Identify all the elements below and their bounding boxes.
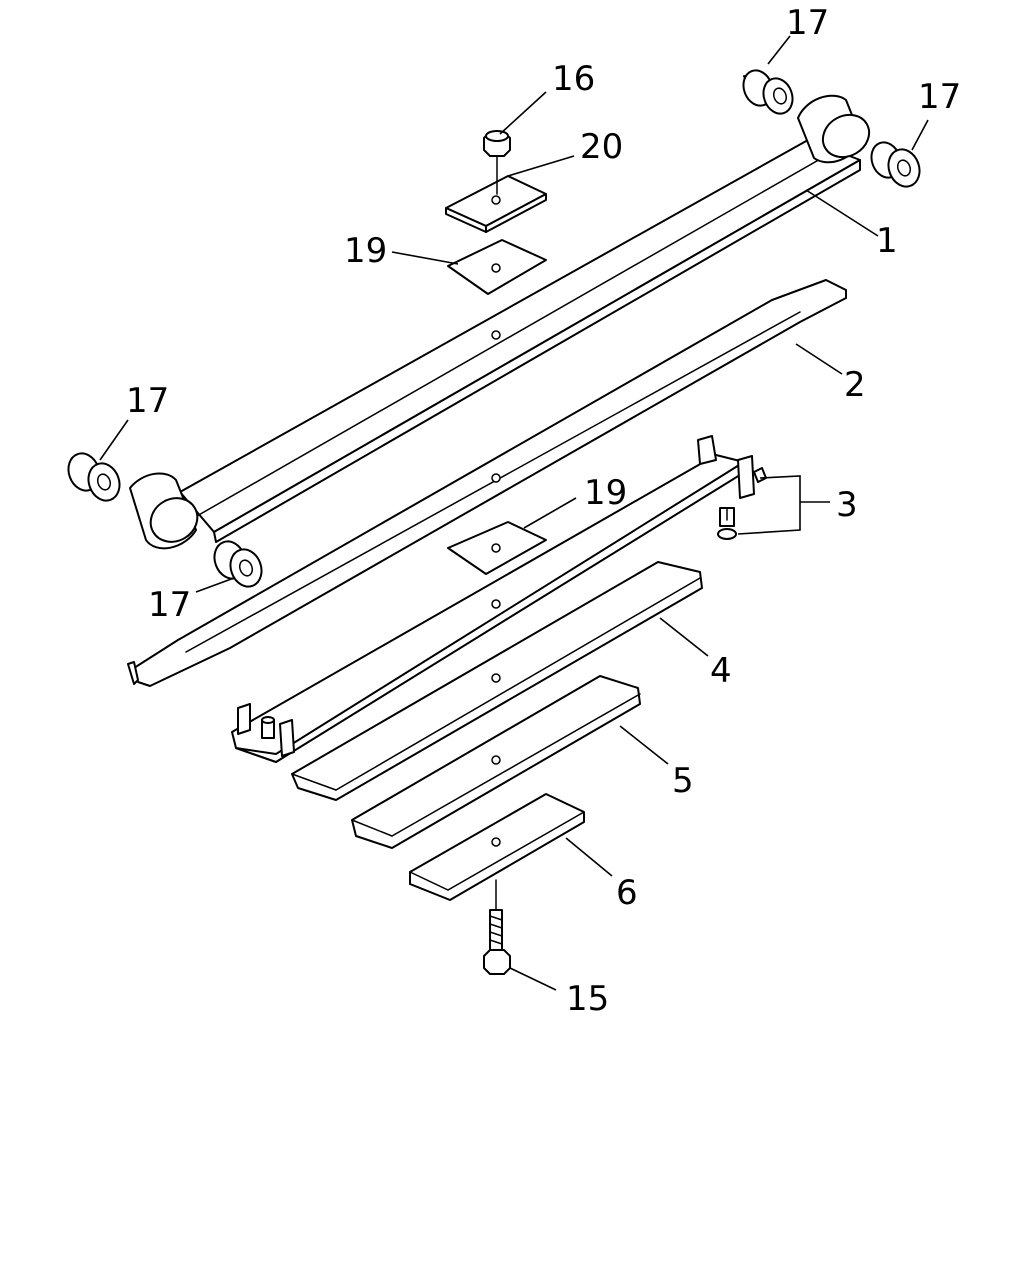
bushing-17-top-right: [870, 141, 921, 188]
plate-19-upper: [447, 239, 547, 295]
plate-20: [445, 175, 547, 233]
bushing-17-bottom-right: [213, 540, 263, 588]
callout-15: 15: [566, 979, 609, 1019]
callout-labels: 1 2 3 4 5 6 15 16 20 19 19 17 17 17 17: [126, 3, 961, 1019]
leaf-part-4: [291, 561, 703, 801]
bushing-17-bottom-left: [67, 452, 121, 502]
callout-17-bottom: 17: [148, 585, 191, 625]
callout-17-top-right: 17: [918, 77, 961, 117]
callout-1: 1: [876, 221, 898, 261]
bushing-17-top-left: [742, 69, 794, 115]
bolt-part-15: [483, 879, 511, 975]
plate-19-lower: [447, 521, 547, 575]
callout-6: 6: [616, 873, 638, 913]
left-eye: [129, 472, 199, 550]
callout-17-top-left: 17: [786, 3, 829, 43]
second-leaf-part-2: [127, 279, 847, 687]
callout-17-left: 17: [126, 381, 169, 421]
callout-5: 5: [672, 761, 694, 801]
callout-20: 20: [580, 127, 623, 167]
right-eye: [797, 94, 871, 164]
callout-19-upper: 19: [344, 231, 387, 271]
callout-3: 3: [836, 485, 858, 525]
main-leaf-part-1: [129, 94, 871, 550]
callout-19-lower: 19: [584, 473, 627, 513]
callout-16: 16: [552, 59, 595, 99]
left-clip: [237, 703, 295, 757]
leaf-part-6: [409, 793, 585, 901]
callout-4: 4: [710, 651, 732, 691]
rebound-leaf-part-3: [231, 435, 767, 763]
right-clip: [697, 435, 767, 540]
nut-part-16: [483, 130, 511, 195]
leader-lines: [99, 35, 929, 991]
callout-2: 2: [844, 365, 866, 405]
leaf-part-5: [351, 675, 641, 849]
